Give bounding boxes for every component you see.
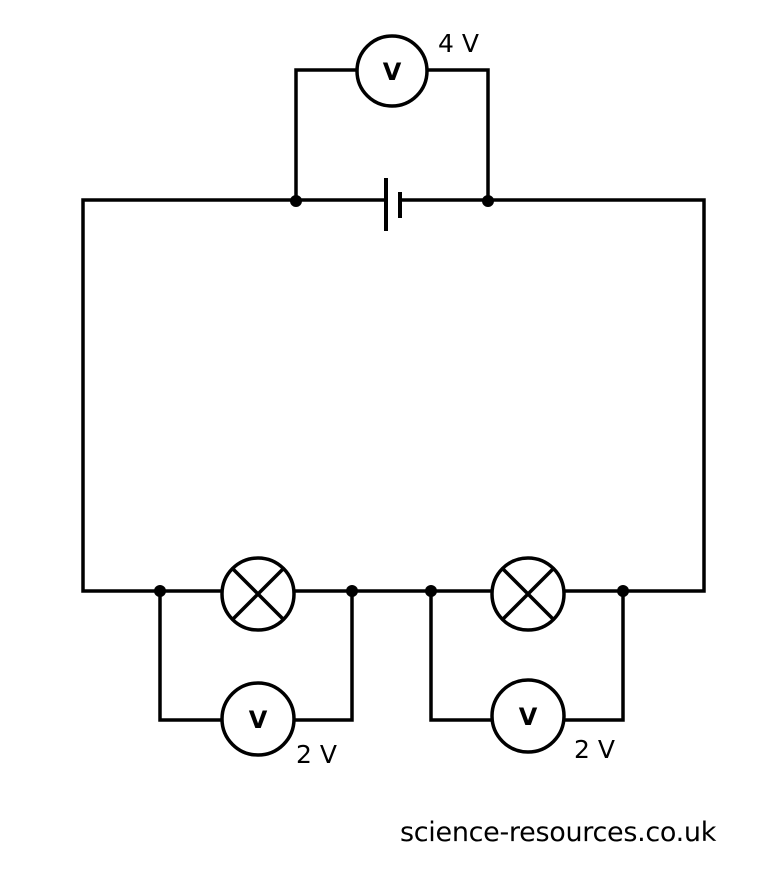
- main-loop-wires: [81, 198, 706, 593]
- lamp-icon: [220, 556, 296, 632]
- wire-left: [81, 198, 385, 593]
- junction-dot: [617, 585, 629, 597]
- voltmeter-icon: [355, 34, 429, 108]
- voltmeter-cell-reading: 4 V: [438, 29, 479, 58]
- source-credit: science-resources.co.uk: [400, 817, 717, 848]
- wire-vm-right-a: [429, 589, 494, 722]
- wire-right: [400, 198, 706, 593]
- voltmeter-cell-branch: V 4 V: [290, 29, 494, 207]
- voltmeter-symbol: V: [519, 703, 538, 731]
- voltmeter-right-reading: 2 V: [574, 735, 615, 764]
- voltmeter-icon: [220, 681, 296, 757]
- cell-icon: [384, 178, 402, 231]
- wire-vm-left-a: [158, 589, 224, 722]
- junction-dot: [346, 585, 358, 597]
- wire-vm-top-right: [426, 68, 490, 203]
- wire-vm-left-b: [292, 589, 354, 722]
- voltmeter-left-reading: 2 V: [296, 740, 337, 769]
- lamp-left-group: V 2 V: [154, 556, 358, 769]
- voltmeter-symbol: V: [383, 58, 402, 86]
- lamp-right-group: V 2 V: [425, 556, 629, 764]
- junction-dot: [290, 195, 302, 207]
- junction-dot: [425, 585, 437, 597]
- wire-vm-right-b: [562, 589, 625, 722]
- lamp-icon: [490, 556, 566, 632]
- junction-dot: [154, 585, 166, 597]
- wire-vm-top-left: [294, 68, 358, 203]
- voltmeter-icon: [490, 678, 566, 754]
- voltmeter-symbol: V: [249, 706, 268, 734]
- junction-dot: [482, 195, 494, 207]
